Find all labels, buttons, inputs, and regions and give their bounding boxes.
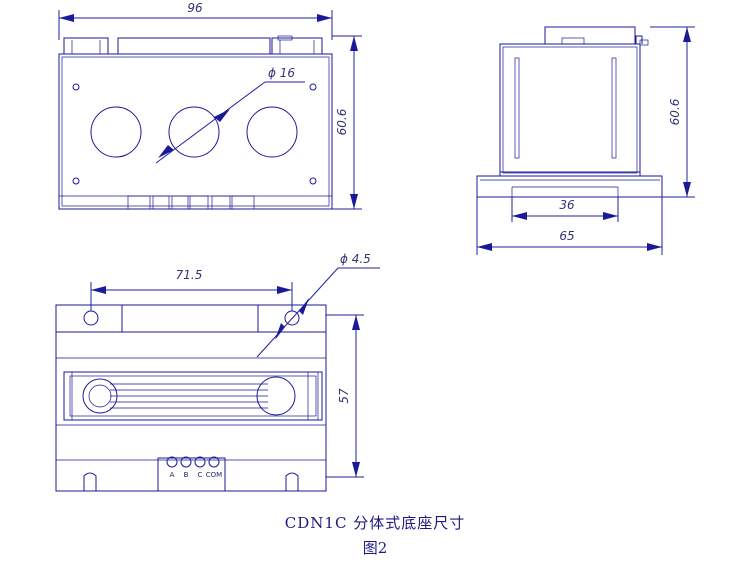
front-view: 96 ϕ 16 xyxy=(58,1,362,210)
bottom-height-label: 57 xyxy=(337,388,351,404)
bottom-hole-spacing-label: 71.5 xyxy=(176,268,203,282)
side-view: 60.6 36 65 xyxy=(476,26,695,255)
front-height-label: 60.6 xyxy=(335,108,349,135)
terminal-com-label: COM xyxy=(206,471,222,479)
bottom-view: 71.5 ϕ 4.5 A B C COM xyxy=(55,252,380,492)
side-base-width-label: 65 xyxy=(559,229,574,243)
side-slot-width-label: 36 xyxy=(559,198,575,212)
side-height-label: 60.6 xyxy=(668,98,682,125)
figure-number: 图2 xyxy=(362,539,388,557)
bottom-hole-diameter-label: ϕ 4.5 xyxy=(340,252,371,266)
terminal-b-label: B xyxy=(184,471,189,479)
terminal-a-label: A xyxy=(170,471,175,479)
terminal-c-label: C xyxy=(198,471,203,479)
front-hole-diameter-label: ϕ 16 xyxy=(268,66,295,80)
figure-caption: CDN1C 分体式底座尺寸 xyxy=(284,514,466,532)
front-width-label: 96 xyxy=(187,1,203,15)
